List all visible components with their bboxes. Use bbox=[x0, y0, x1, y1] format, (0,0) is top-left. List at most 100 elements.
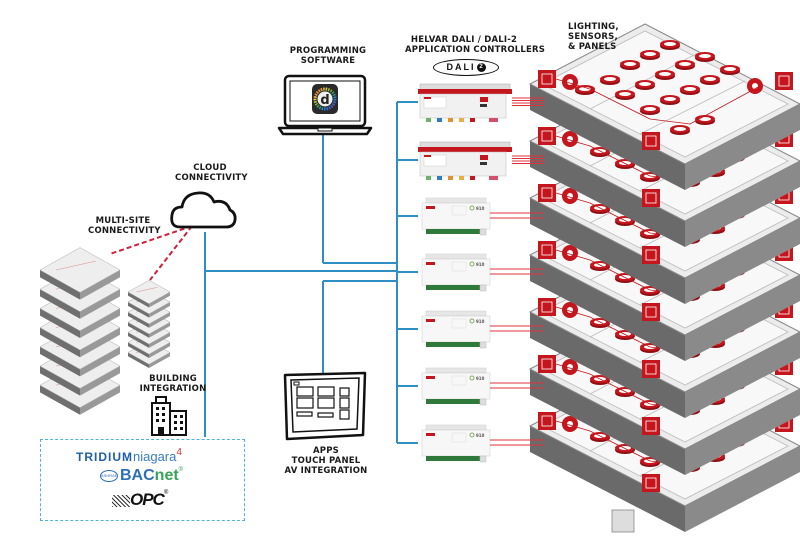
floor-side-right bbox=[685, 161, 800, 247]
apps-label: APPS TOUCH PANEL AV INTEGRATION bbox=[276, 446, 376, 476]
floor-side-left bbox=[530, 198, 685, 304]
controller-foot bbox=[479, 455, 487, 463]
ceiling-light-lens bbox=[704, 77, 716, 81]
site-floor-side bbox=[128, 322, 149, 338]
control-panel-buttons bbox=[541, 244, 553, 256]
niagara-product: niagara bbox=[133, 449, 177, 464]
terminal-block bbox=[437, 176, 442, 180]
controller[interactable] bbox=[418, 141, 544, 180]
site-floor-side bbox=[40, 366, 80, 396]
ceiling-light-lens bbox=[664, 42, 676, 46]
ceiling-light-lens bbox=[659, 72, 671, 76]
controller-red-cover bbox=[418, 147, 512, 152]
touch-panel-icon[interactable] bbox=[283, 371, 367, 441]
terminal-block bbox=[426, 118, 431, 122]
lighting-label: LIGHTING, SENSORS, & PANELS bbox=[568, 22, 628, 52]
control-panel bbox=[538, 184, 556, 202]
controller-display bbox=[423, 96, 447, 109]
opc-logo: OPC® bbox=[112, 490, 168, 510]
control-panel-buttons bbox=[645, 192, 657, 204]
controller[interactable] bbox=[418, 83, 544, 122]
controller-foot bbox=[479, 398, 487, 406]
multisite-label: MULTI-SITE CONNECTIVITY bbox=[88, 216, 161, 236]
label-line: LIGHTING, bbox=[568, 22, 619, 32]
cloud-icon[interactable] bbox=[170, 191, 237, 229]
control-panel-buttons bbox=[541, 301, 553, 313]
floor-side-right bbox=[685, 218, 800, 304]
ceiling-light-lens bbox=[684, 87, 696, 91]
ceiling-light-lens bbox=[639, 82, 651, 86]
opc-mark: ® bbox=[163, 490, 169, 496]
terminal-block bbox=[437, 118, 442, 122]
controller[interactable]: 910 bbox=[421, 253, 544, 292]
site-floor-side bbox=[40, 327, 80, 358]
controller-top bbox=[425, 367, 487, 374]
label-line: APPLICATION CONTROLLERS bbox=[405, 45, 546, 55]
ceiling-light-lens bbox=[619, 92, 631, 96]
laptop-icon[interactable]: d bbox=[277, 74, 373, 136]
label-line: CONNECTIVITY bbox=[175, 173, 248, 183]
opc-text: OPC bbox=[130, 490, 165, 509]
control-panel-buttons bbox=[778, 75, 790, 87]
terminal-block bbox=[459, 118, 464, 122]
controller-model-label: 910 bbox=[476, 376, 485, 381]
site-floor-side bbox=[80, 270, 120, 300]
cloud-label: CLOUD CONNECTIVITY bbox=[175, 163, 248, 183]
programming-software-label: PROGRAMMING SOFTWARE bbox=[288, 46, 368, 66]
software-icon-letter: d bbox=[320, 93, 329, 108]
control-panel bbox=[642, 417, 660, 435]
controller-label-area bbox=[451, 205, 467, 216]
ceiling-light-lens bbox=[644, 52, 656, 56]
control-panel bbox=[642, 132, 660, 150]
controller-foot bbox=[479, 284, 487, 292]
controller-model-label: 910 bbox=[476, 433, 485, 438]
label-line: PROGRAMMING bbox=[289, 46, 367, 56]
control-panel-buttons bbox=[541, 73, 553, 85]
controller-label-area bbox=[451, 375, 467, 386]
site-floor-top bbox=[39, 247, 121, 293]
color-wheel-icon bbox=[469, 375, 475, 381]
site-wiring bbox=[136, 287, 158, 293]
tridium-brand: TRIDIUM bbox=[76, 450, 133, 464]
ceiling-light-lens bbox=[724, 67, 736, 71]
controller-label-area bbox=[451, 432, 467, 443]
building-integration-label: BUILDING INTEGRATION bbox=[138, 374, 208, 394]
floor-side-left bbox=[530, 255, 685, 361]
controller[interactable]: 910 bbox=[421, 197, 544, 236]
controller-top bbox=[425, 253, 487, 260]
controller[interactable]: 910 bbox=[421, 424, 544, 463]
control-panel-buttons bbox=[541, 187, 553, 199]
controller-model-label: 910 bbox=[476, 206, 485, 211]
site-floor-side bbox=[149, 292, 170, 308]
controller-red-cover bbox=[418, 89, 512, 94]
opc-dots-icon bbox=[112, 494, 130, 507]
controller[interactable]: 910 bbox=[421, 367, 544, 406]
label-line: CONNECTIVITY bbox=[88, 226, 161, 236]
control-panel bbox=[642, 189, 660, 207]
floor-side-right bbox=[685, 332, 800, 418]
label-line: MULTI-SITE bbox=[95, 216, 151, 226]
site-wiring bbox=[55, 260, 97, 271]
site-floor-side bbox=[40, 385, 80, 415]
helvar-badge bbox=[426, 206, 435, 209]
floor-side-right bbox=[685, 104, 800, 190]
site-floor-side bbox=[80, 327, 120, 358]
control-panel bbox=[538, 127, 556, 145]
tridium-niagara-logo: TRIDIUMniagara4 bbox=[76, 447, 182, 466]
site-floor-side bbox=[128, 352, 149, 369]
niagara-version: 4 bbox=[176, 447, 182, 458]
control-panel bbox=[642, 474, 660, 492]
building-integration-box bbox=[40, 439, 245, 521]
terminal-strip bbox=[426, 456, 486, 461]
main-building bbox=[528, 23, 800, 533]
floor-side-right bbox=[685, 446, 800, 532]
ceiling-light-lens bbox=[664, 97, 676, 101]
site-floor-side bbox=[149, 332, 170, 348]
controller-display bbox=[423, 154, 447, 167]
site-floor-side bbox=[40, 289, 80, 319]
controller[interactable]: 910 bbox=[421, 310, 544, 349]
terminal-block bbox=[448, 176, 453, 180]
control-panel-buttons bbox=[645, 249, 657, 261]
helvar-badge bbox=[426, 262, 435, 265]
site-floor-side bbox=[80, 366, 120, 396]
